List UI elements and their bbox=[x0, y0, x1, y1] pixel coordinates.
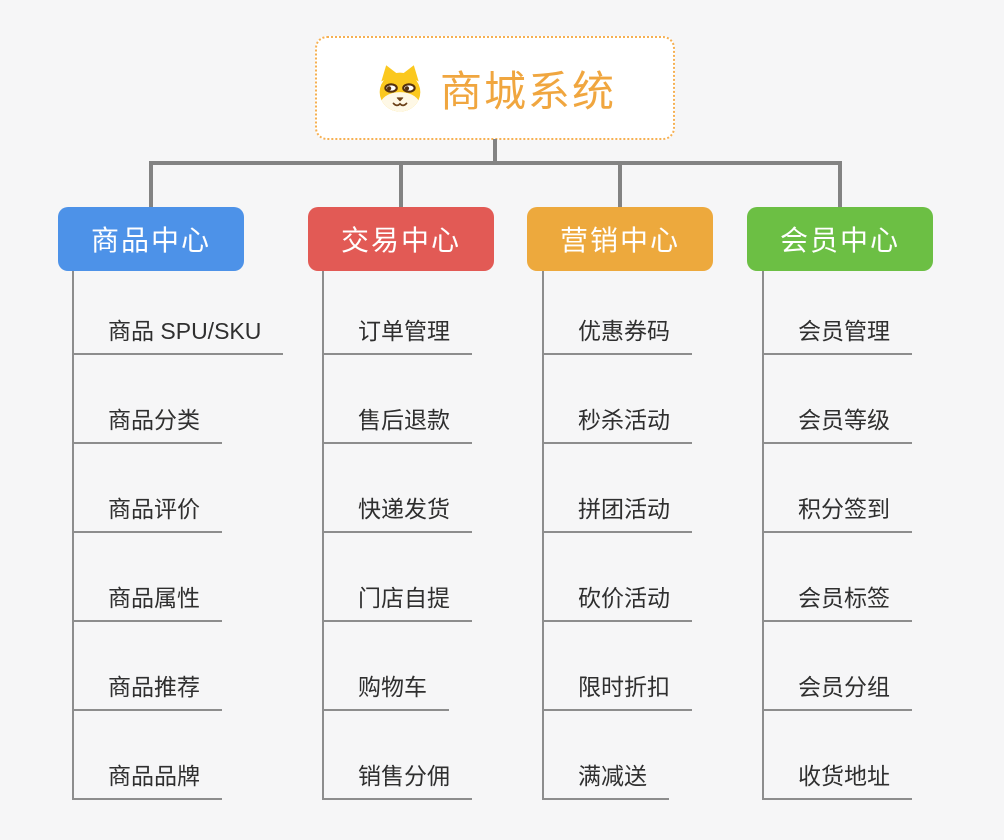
leaf-label: 砍价活动 bbox=[544, 585, 692, 622]
connector-bus bbox=[149, 161, 842, 165]
leaf-label: 拼团活动 bbox=[544, 496, 692, 533]
branch-label: 营销中心 bbox=[559, 225, 680, 256]
branch-label: 商品中心 bbox=[90, 225, 211, 256]
leaf-label: 会员分组 bbox=[764, 674, 912, 711]
leaf-label: 会员标签 bbox=[764, 585, 912, 622]
leaf-label: 订单管理 bbox=[324, 318, 472, 355]
leaf-label: 优惠券码 bbox=[544, 318, 692, 355]
leaf-label: 秒杀活动 bbox=[544, 407, 692, 444]
branch-children-marketing-center: 优惠券码 秒杀活动 拼团活动 砍价活动 限时折扣 满减送 bbox=[542, 271, 692, 800]
leaf-label: 商品分类 bbox=[74, 407, 222, 444]
leaf-label: 销售分佣 bbox=[324, 763, 472, 800]
leaf-topic[interactable]: 门店自提 bbox=[324, 533, 472, 622]
root-topic-label: 商城系统 bbox=[439, 67, 616, 115]
branch-label: 交易中心 bbox=[340, 225, 461, 256]
leaf-topic[interactable]: 收货地址 bbox=[764, 711, 912, 800]
leaf-topic[interactable]: 销售分佣 bbox=[324, 711, 472, 800]
leaf-topic[interactable]: 会员标签 bbox=[764, 533, 912, 622]
leaf-topic[interactable]: 会员等级 bbox=[764, 355, 912, 444]
branch-node-marketing-center[interactable]: 营销中心 bbox=[527, 207, 713, 271]
branch-node-trade-center[interactable]: 交易中心 bbox=[308, 207, 494, 271]
branch-node-member-center[interactable]: 会员中心 bbox=[747, 207, 933, 271]
leaf-label: 商品推荐 bbox=[74, 674, 222, 711]
leaf-topic[interactable]: 商品属性 bbox=[74, 533, 283, 622]
leaf-label: 快递发货 bbox=[324, 496, 472, 533]
leaf-label: 商品评价 bbox=[74, 496, 222, 533]
branch-children-product-center: 商品 SPU/SKU 商品分类 商品评价 商品属性 商品推荐 商品品牌 bbox=[72, 271, 284, 800]
leaf-topic[interactable]: 购物车 bbox=[324, 622, 472, 711]
leaf-topic[interactable]: 积分签到 bbox=[764, 444, 912, 533]
leaf-label: 会员等级 bbox=[764, 407, 912, 444]
root-topic[interactable]: 商城系统 bbox=[315, 36, 675, 140]
leaf-topic[interactable]: 快递发货 bbox=[324, 444, 472, 533]
leaf-topic[interactable]: 商品 SPU/SKU bbox=[74, 271, 284, 355]
leaf-label: 积分签到 bbox=[764, 496, 912, 533]
branch-label: 会员中心 bbox=[779, 225, 900, 256]
branch-children-trade-center: 订单管理 售后退款 快递发货 门店自提 购物车 销售分佣 bbox=[322, 271, 472, 800]
leaf-topic[interactable]: 商品评价 bbox=[74, 444, 283, 533]
leaf-topic[interactable]: 订单管理 bbox=[324, 271, 472, 355]
leaf-topic[interactable]: 秒杀活动 bbox=[544, 355, 692, 444]
leaf-topic[interactable]: 限时折扣 bbox=[544, 622, 692, 711]
leaf-topic[interactable]: 满减送 bbox=[544, 711, 692, 800]
leaf-topic[interactable]: 会员管理 bbox=[764, 271, 912, 355]
leaf-label: 售后退款 bbox=[324, 407, 472, 444]
leaf-topic[interactable]: 拼团活动 bbox=[544, 444, 692, 533]
connector-root-drop bbox=[493, 139, 497, 163]
leaf-label: 门店自提 bbox=[324, 585, 472, 622]
leaf-label: 限时折扣 bbox=[544, 674, 692, 711]
leaf-label: 商品 SPU/SKU bbox=[74, 318, 284, 355]
leaf-label: 会员管理 bbox=[764, 318, 912, 355]
leaf-topic[interactable]: 砍价活动 bbox=[544, 533, 692, 622]
leaf-label: 商品品牌 bbox=[74, 763, 222, 800]
leaf-topic[interactable]: 会员分组 bbox=[764, 622, 912, 711]
leaf-label: 收货地址 bbox=[764, 763, 912, 800]
connector-drop-2 bbox=[399, 161, 403, 208]
branch-children-member-center: 会员管理 会员等级 积分签到 会员标签 会员分组 收货地址 bbox=[762, 271, 912, 800]
connector-drop-3 bbox=[618, 161, 622, 208]
leaf-topic[interactable]: 优惠券码 bbox=[544, 271, 692, 355]
leaf-label: 满减送 bbox=[544, 763, 669, 800]
leaf-topic[interactable]: 售后退款 bbox=[324, 355, 472, 444]
leaf-topic[interactable]: 商品品牌 bbox=[74, 711, 283, 800]
branch-node-product-center[interactable]: 商品中心 bbox=[58, 207, 244, 271]
shiba-dog-icon bbox=[379, 65, 421, 112]
leaf-label: 购物车 bbox=[324, 674, 449, 711]
connector-drop-1 bbox=[149, 161, 153, 208]
leaf-label: 商品属性 bbox=[74, 585, 222, 622]
leaf-topic[interactable]: 商品推荐 bbox=[74, 622, 283, 711]
leaf-topic[interactable]: 商品分类 bbox=[74, 355, 283, 444]
connector-drop-4 bbox=[838, 161, 842, 208]
